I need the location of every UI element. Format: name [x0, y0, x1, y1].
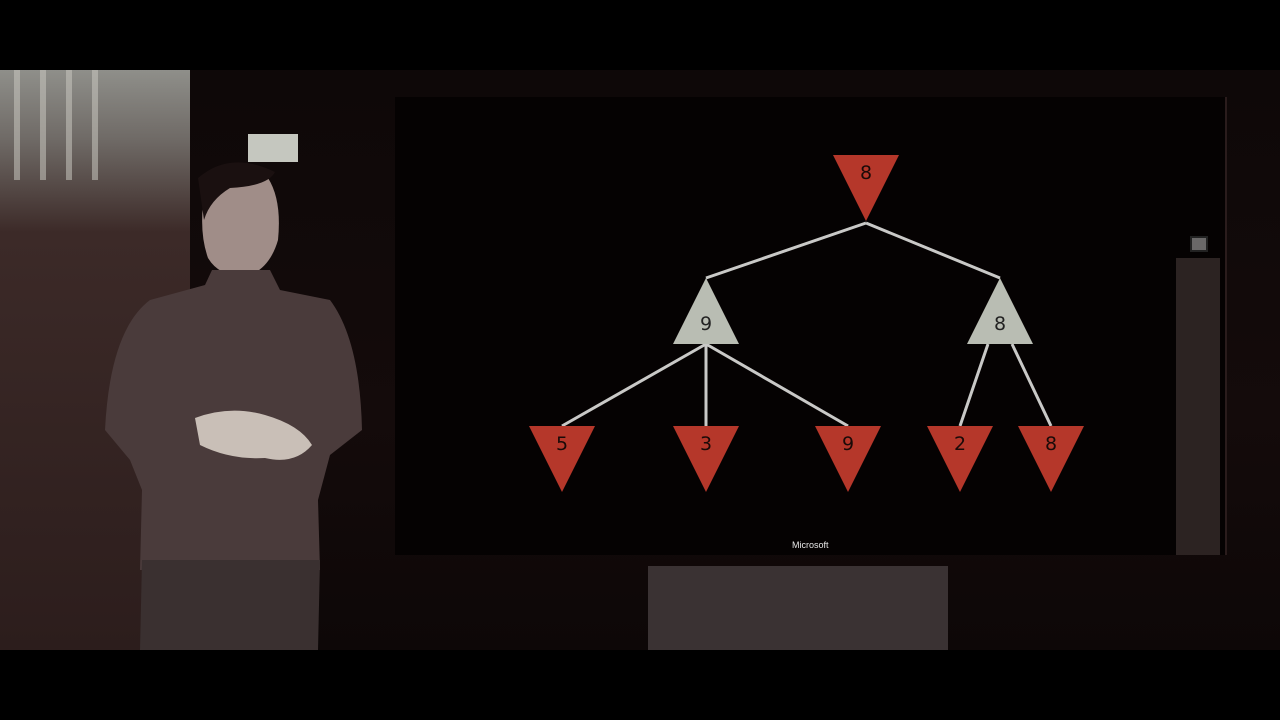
leaf-node-label: 2: [954, 433, 966, 455]
letterbox-top: [0, 0, 1280, 70]
leaf-node-label: 9: [842, 433, 854, 455]
min-node: [967, 278, 1033, 344]
wall-fixture: [1190, 236, 1208, 252]
min-node-label: 8: [994, 313, 1006, 335]
projection-screen: [395, 97, 1227, 555]
letterbox-bottom: [0, 650, 1280, 720]
speaker-pants: [140, 560, 320, 650]
wall-stripe: [66, 70, 72, 180]
root-node: [833, 155, 899, 221]
tree-edge: [705, 221, 867, 280]
right-pillar: [1176, 258, 1220, 555]
wall-stripe: [14, 70, 20, 180]
leaf-node: [927, 426, 993, 492]
wall-stripe: [40, 70, 46, 180]
tree-edge: [865, 221, 1001, 280]
speaker-head: [202, 171, 279, 277]
tree-edge: [561, 342, 707, 428]
leaf-node: [529, 426, 595, 492]
microsoft-logo: Microsoft: [792, 540, 829, 550]
podium: [648, 566, 948, 650]
leaf-node: [815, 426, 881, 492]
leaf-node: [1018, 426, 1084, 492]
tree-edge: [1010, 343, 1053, 427]
speaker-hands: [195, 410, 312, 460]
tree-edge: [958, 343, 990, 427]
root-node-label: 8: [860, 162, 872, 184]
leaf-node-label: 5: [556, 433, 568, 455]
leaf-node-label: 8: [1045, 433, 1057, 455]
leaf-node: [673, 426, 739, 492]
leaf-node-label: 3: [700, 433, 712, 455]
tree-edge: [705, 342, 849, 428]
wall-stripe: [92, 70, 98, 180]
stage-light: [248, 134, 298, 162]
min-node-label: 9: [700, 313, 712, 335]
min-node: [673, 278, 739, 344]
